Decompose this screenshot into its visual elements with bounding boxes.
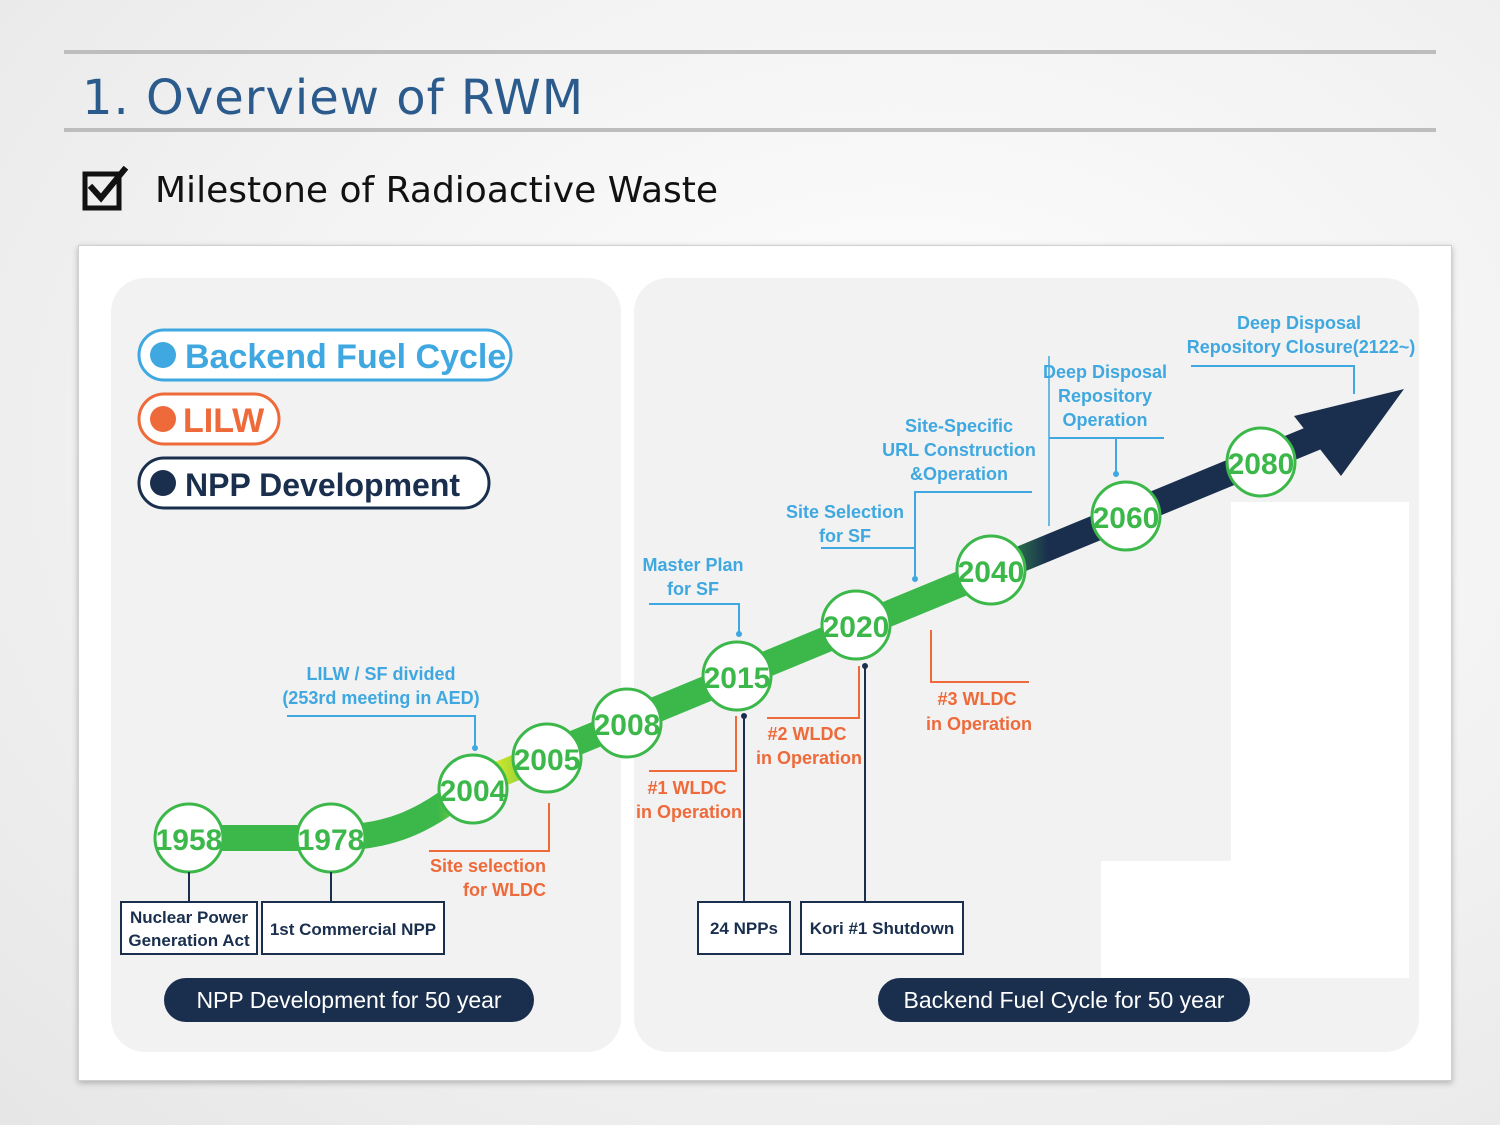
- svg-text:2080: 2080: [1228, 448, 1295, 481]
- section-subtitle: Milestone of Radioactive Waste: [155, 170, 719, 211]
- svg-text:2008: 2008: [594, 709, 661, 742]
- annotation-master-plan-sf: Master Plan for SF: [642, 555, 744, 637]
- svg-text:Backend Fuel Cycle for 50 year: Backend Fuel Cycle for 50 year: [904, 987, 1225, 1013]
- annotation-deep-disposal-operation: Deep Disposal Repository Operation: [1043, 356, 1167, 526]
- year-2005: 2005: [511, 722, 583, 794]
- year-2060: 2060: [1090, 480, 1162, 552]
- svg-text:Generation Act: Generation Act: [128, 931, 250, 950]
- svg-text:URL Construction: URL Construction: [882, 440, 1036, 460]
- top-rule: [64, 50, 1436, 54]
- svg-text:#3 WLDC: #3 WLDC: [937, 689, 1016, 709]
- year-2015: 2015: [701, 640, 773, 712]
- legend-backend: Backend Fuel Cycle: [137, 328, 513, 382]
- cover-block-upper: [1231, 502, 1409, 880]
- svg-text:#1 WLDC: #1 WLDC: [647, 778, 726, 798]
- svg-text:in Operation: in Operation: [636, 802, 742, 822]
- svg-text:NPP Development for 50 year: NPP Development for 50 year: [196, 987, 501, 1013]
- year-2004: 2004: [437, 753, 509, 825]
- svg-text:Site selection: Site selection: [430, 856, 546, 876]
- cover-block-lower: [1101, 861, 1409, 978]
- year-2020: 2020: [820, 589, 892, 661]
- svg-text:2060: 2060: [1093, 502, 1160, 535]
- svg-text:Deep Disposal: Deep Disposal: [1043, 362, 1167, 382]
- legend-npp: NPP Development: [137, 456, 491, 510]
- svg-text:in Operation: in Operation: [926, 714, 1032, 734]
- year-1958: 1958: [153, 802, 225, 874]
- year-2008: 2008: [591, 687, 663, 759]
- svg-text:2015: 2015: [704, 662, 771, 695]
- legend-lilw: LILW: [137, 392, 281, 446]
- svg-text:LILW / SF divided: LILW / SF divided: [306, 664, 455, 684]
- svg-text:1st Commercial NPP: 1st Commercial NPP: [270, 920, 436, 939]
- svg-text:Master Plan: Master Plan: [642, 555, 743, 575]
- caption-left: NPP Development for 50 year: [164, 978, 534, 1022]
- box-first-commercial-npp: 1st Commercial NPP: [261, 872, 445, 955]
- page-title: 1. Overview of RWM: [82, 70, 585, 126]
- annotation-deep-disposal-closure: Deep Disposal Repository Closure(2122~): [1187, 313, 1416, 394]
- year-1978: 1978: [295, 802, 367, 874]
- year-2080: 2080: [1225, 426, 1297, 498]
- svg-text:2004: 2004: [440, 775, 507, 808]
- legend-lilw-label: LILW: [183, 402, 265, 440]
- annotation-lilw-sf-divided: LILW / SF divided (253rd meeting in AED): [282, 664, 480, 751]
- svg-text:Operation: Operation: [1062, 410, 1147, 430]
- svg-text:&Operation: &Operation: [910, 464, 1008, 484]
- svg-text:Nuclear Power: Nuclear Power: [130, 908, 248, 927]
- svg-text:2040: 2040: [958, 556, 1025, 589]
- milestone-diagram: Backend Fuel Cycle LILW NPP Development …: [111, 278, 1419, 1052]
- svg-text:Site Selection: Site Selection: [786, 502, 904, 522]
- svg-text:2005: 2005: [514, 744, 581, 777]
- svg-text:1978: 1978: [298, 824, 365, 857]
- box-kori-shutdown: Kori #1 Shutdown: [800, 663, 964, 955]
- caption-right: Backend Fuel Cycle for 50 year: [878, 978, 1250, 1022]
- svg-text:Kori #1 Shutdown: Kori #1 Shutdown: [810, 919, 955, 938]
- annotation-site-selection-sf: Site Selection for SF: [786, 502, 915, 549]
- legend-npp-label: NPP Development: [185, 467, 460, 503]
- year-2040: 2040: [955, 534, 1027, 606]
- milestone-figure: Backend Fuel Cycle LILW NPP Development …: [78, 245, 1452, 1081]
- annotation-wldc3: #3 WLDC in Operation: [926, 630, 1032, 734]
- svg-text:2020: 2020: [823, 611, 890, 644]
- svg-text:in Operation: in Operation: [756, 748, 862, 768]
- svg-text:24 NPPs: 24 NPPs: [710, 919, 778, 938]
- svg-text:1958: 1958: [156, 824, 223, 857]
- box-24-npps: 24 NPPs: [697, 713, 791, 955]
- svg-text:Site-Specific: Site-Specific: [905, 416, 1013, 436]
- timeline-arrowhead-icon: [1294, 389, 1404, 476]
- svg-text:for SF: for SF: [819, 526, 871, 546]
- title-rule: [64, 128, 1436, 132]
- svg-text:for SF: for SF: [667, 579, 719, 599]
- annotation-site-selection-wldc: Site selection for WLDC: [429, 803, 550, 900]
- svg-text:Deep Disposal: Deep Disposal: [1237, 313, 1361, 333]
- box-nuclear-power-act: Nuclear Power Generation Act: [120, 872, 258, 955]
- svg-text:for WLDC: for WLDC: [463, 880, 546, 900]
- svg-text:#2 WLDC: #2 WLDC: [767, 724, 846, 744]
- annotation-wldc1: #1 WLDC in Operation: [636, 716, 742, 822]
- svg-text:Repository: Repository: [1058, 386, 1152, 406]
- annotation-wldc2: #2 WLDC in Operation: [756, 666, 862, 768]
- checkbox-checked-icon: [82, 166, 128, 211]
- svg-text:(253rd meeting in AED): (253rd meeting in AED): [282, 688, 479, 708]
- svg-text:Repository Closure(2122~): Repository Closure(2122~): [1187, 337, 1416, 357]
- legend-backend-label: Backend Fuel Cycle: [185, 338, 506, 376]
- annotation-site-specific-url: Site-Specific URL Construction &Operatio…: [882, 416, 1036, 582]
